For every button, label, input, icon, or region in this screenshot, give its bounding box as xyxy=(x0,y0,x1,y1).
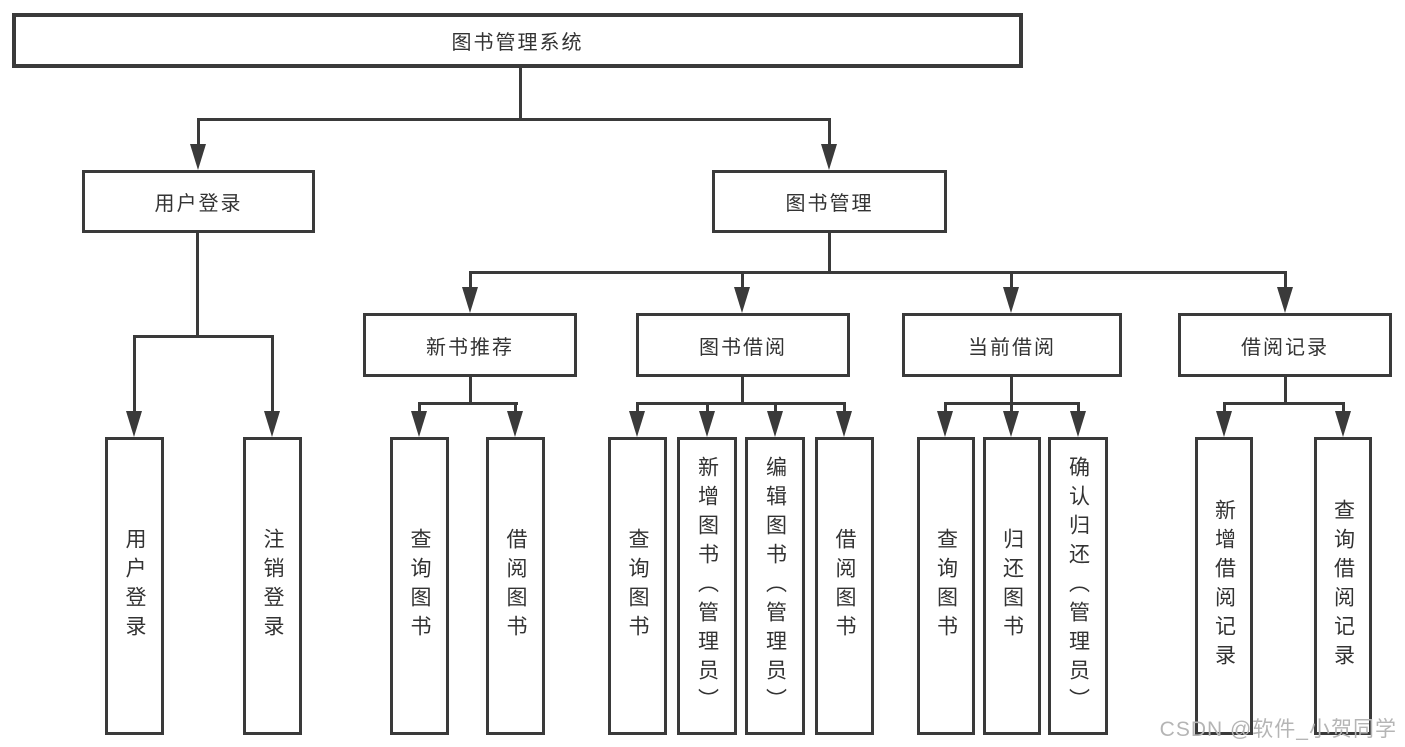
node-add-books-admin: 新增图书（管理员） xyxy=(677,437,737,735)
connector-line xyxy=(636,402,846,405)
node-query-books-current: 查询图书 xyxy=(917,437,975,735)
node-label: 新增图书（管理员） xyxy=(695,455,719,717)
connector-line xyxy=(519,68,522,121)
arrow-down-icon xyxy=(734,287,750,313)
node-label: 新增借阅记录 xyxy=(1212,499,1236,673)
arrow-down-icon xyxy=(462,287,478,313)
node-user-login: 用户登录 xyxy=(82,170,315,233)
arrow-down-icon xyxy=(937,411,953,437)
arrow-down-icon xyxy=(629,411,645,437)
arrow-down-icon xyxy=(836,411,852,437)
node-add-borrow-record: 新增借阅记录 xyxy=(1195,437,1253,735)
connector-line xyxy=(418,402,421,415)
node-return-books: 归还图书 xyxy=(983,437,1041,735)
connector-line xyxy=(469,377,472,405)
connector-line xyxy=(1010,377,1013,405)
csdn-watermark: CSDN @软件_小贺同学 xyxy=(1159,718,1397,741)
node-label: 新书推荐 xyxy=(426,336,514,359)
node-label: 图书借阅 xyxy=(699,336,787,359)
arrow-down-icon xyxy=(264,411,280,437)
connector-line xyxy=(133,335,136,415)
node-label: 注销登录 xyxy=(261,528,284,644)
arrow-down-icon xyxy=(1216,411,1232,437)
node-label: 查询图书 xyxy=(934,528,958,644)
node-label: 图书管理 xyxy=(785,193,874,215)
arrow-down-icon xyxy=(190,144,206,170)
connector-line xyxy=(133,335,274,338)
arrow-down-icon xyxy=(126,411,142,437)
arrow-down-icon xyxy=(1277,287,1293,313)
node-current-borrow: 当前借阅 xyxy=(902,313,1122,377)
connector-line xyxy=(1284,271,1287,289)
node-logout-action: 注销登录 xyxy=(243,437,302,735)
connector-line xyxy=(197,118,831,121)
connector-line xyxy=(774,402,777,415)
connector-line xyxy=(741,377,744,405)
connector-line xyxy=(1010,271,1013,289)
connector-line xyxy=(706,402,709,415)
arrow-down-icon xyxy=(507,411,523,437)
connector-line xyxy=(741,271,744,289)
node-confirm-return-admin: 确认归还（管理员） xyxy=(1048,437,1108,735)
arrow-down-icon xyxy=(767,411,783,437)
node-book-borrow: 图书借阅 xyxy=(636,313,850,377)
node-user-login-action: 用户登录 xyxy=(105,437,164,735)
connector-line xyxy=(944,402,947,415)
node-label: 借阅图书 xyxy=(504,528,527,644)
arrow-down-icon xyxy=(1003,287,1019,313)
arrow-down-icon xyxy=(821,144,837,170)
node-label: 编辑图书（管理员） xyxy=(763,455,787,717)
connector-line xyxy=(828,118,831,148)
connector-line xyxy=(1077,402,1080,415)
arrow-down-icon xyxy=(1003,411,1019,437)
node-label: 确认归还（管理员） xyxy=(1066,455,1090,717)
node-label: 用户登录 xyxy=(123,528,146,644)
connector-line xyxy=(1223,402,1226,415)
arrow-down-icon xyxy=(699,411,715,437)
connector-line xyxy=(1342,402,1345,415)
node-label: 用户登录 xyxy=(154,193,243,215)
arrow-down-icon xyxy=(1070,411,1086,437)
node-library-system: 图书管理系统 xyxy=(12,13,1023,68)
connector-line xyxy=(1223,402,1345,405)
node-label: 图书管理系统 xyxy=(451,32,584,54)
arrow-down-icon xyxy=(411,411,427,437)
connector-line xyxy=(843,402,846,415)
node-query-books-recommend: 查询图书 xyxy=(390,437,449,735)
node-book-management: 图书管理 xyxy=(712,170,947,233)
connector-line xyxy=(418,402,518,405)
node-new-book-recommend: 新书推荐 xyxy=(363,313,577,377)
connector-line xyxy=(1010,402,1013,415)
node-borrow-records: 借阅记录 xyxy=(1178,313,1392,377)
connector-line xyxy=(828,233,831,274)
node-label: 查询借阅记录 xyxy=(1331,499,1355,673)
node-edit-books-admin: 编辑图书（管理员） xyxy=(745,437,805,735)
connector-line xyxy=(469,271,1287,274)
connector-line xyxy=(636,402,639,415)
node-borrow-books-recommend: 借阅图书 xyxy=(486,437,545,735)
node-query-books-borrow: 查询图书 xyxy=(608,437,667,735)
connector-line xyxy=(1284,377,1287,405)
connector-line xyxy=(514,402,517,415)
node-borrow-books-borrow: 借阅图书 xyxy=(815,437,874,735)
node-label: 查询图书 xyxy=(626,528,649,644)
connector-line xyxy=(271,335,274,415)
node-label: 当前借阅 xyxy=(968,336,1056,359)
node-label: 借阅记录 xyxy=(1241,336,1329,359)
connector-line xyxy=(196,233,199,338)
node-query-borrow-record: 查询借阅记录 xyxy=(1314,437,1372,735)
connector-line xyxy=(197,118,200,148)
node-label: 查询图书 xyxy=(408,528,431,644)
node-label: 归还图书 xyxy=(1000,528,1024,644)
arrow-down-icon xyxy=(1335,411,1351,437)
connector-line xyxy=(469,271,472,289)
node-label: 借阅图书 xyxy=(833,528,856,644)
